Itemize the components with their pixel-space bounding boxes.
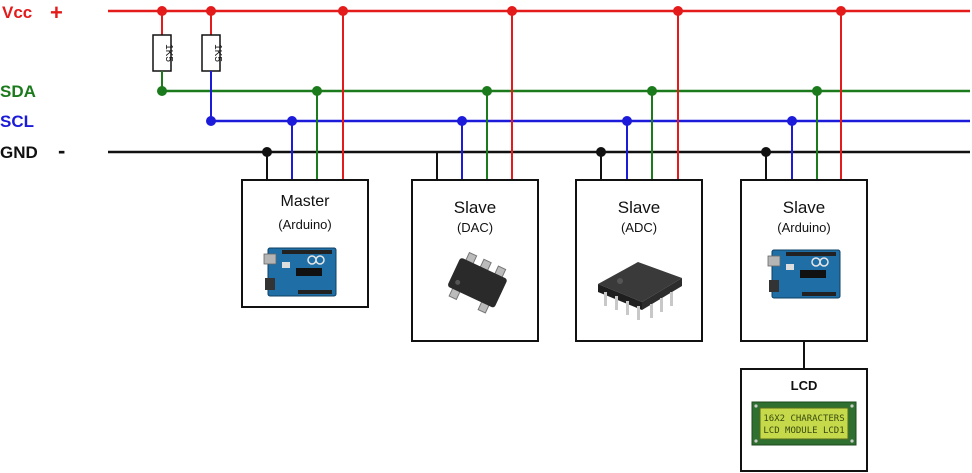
device-slave-dac: Slave (DAC) [411, 11, 539, 342]
sda-label: SDA [0, 82, 36, 101]
device-slave-adc: Slave (ADC) [575, 11, 703, 342]
device-subtitle: (Arduino) [278, 217, 331, 232]
vcc-label: Vcc [2, 3, 32, 22]
device-subtitle: (ADC) [621, 220, 657, 235]
device-master: Master (Arduino) [241, 11, 369, 308]
lcd-title: LCD [791, 378, 818, 393]
arduino-board-icon [767, 249, 841, 299]
vcc-plus-sign: + [50, 0, 63, 25]
device-title: Slave [783, 198, 826, 217]
device-subtitle: (Arduino) [777, 220, 830, 235]
device-title: Slave [618, 198, 661, 217]
junction-dots [157, 6, 846, 157]
pullup-resistor-sda: 1K5 [152, 11, 174, 91]
sot-chip-icon [448, 251, 507, 314]
pullup-resistor-scl: 1K5 [201, 11, 223, 121]
lcd-line-1: 16X2 CHARACTERS [763, 414, 844, 424]
lcd-module: LCD 16X2 CHARACTERS LCD MODULE LCD1 [740, 341, 868, 472]
resistor-value-label: 1K5 [212, 44, 223, 62]
lcd-screen-icon: 16X2 CHARACTERS LCD MODULE LCD1 [751, 401, 857, 446]
dip-chip-icon [598, 262, 682, 320]
device-slave-arduino: Slave (Arduino) [740, 11, 868, 342]
scl-label: SCL [0, 112, 34, 131]
device-title: Master [281, 193, 331, 210]
device-subtitle: (DAC) [457, 220, 493, 235]
device-title: Slave [454, 198, 497, 217]
arduino-board-icon [263, 247, 337, 297]
gnd-minus-sign: - [58, 138, 65, 163]
resistor-value-label: 1K5 [163, 44, 174, 62]
gnd-label: GND [0, 143, 38, 162]
lcd-line-2: LCD MODULE LCD1 [763, 426, 844, 436]
